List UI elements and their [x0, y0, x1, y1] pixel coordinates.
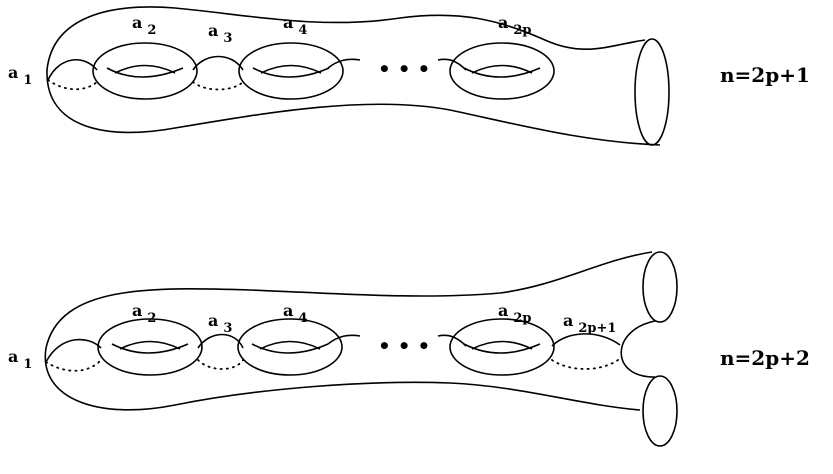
bottom-surface — [44, 251, 678, 447]
bottom-handle-2 — [237, 318, 343, 376]
bottom-boundary-circle-lower — [642, 375, 678, 447]
top-curve-a2p-right — [327, 58, 361, 69]
bottom-saddle-arc — [620, 320, 656, 378]
top-surface-outline — [46, 6, 661, 146]
bottom-curve-a2p-right — [327, 334, 361, 345]
top-curve-a2p-left — [437, 58, 467, 71]
bottom-curve-a1-hidden — [45, 359, 102, 372]
bottom-surface-outline — [44, 251, 653, 411]
top-curve-a1-hidden — [47, 79, 98, 91]
top-surface — [46, 6, 670, 146]
bottom-formula: n=2p+2 — [720, 346, 810, 370]
bottom-boundary-circle-upper — [642, 251, 678, 323]
bottom-curve-a3 — [197, 333, 244, 349]
top-curve-a1 — [47, 58, 98, 81]
top-handle-2 — [238, 42, 344, 100]
bottom-ellipsis: • • • — [378, 334, 430, 358]
bottom-curve-a3-hidden — [197, 359, 244, 370]
top-boundary-circle — [634, 38, 670, 146]
bottom-handle-1 — [97, 318, 203, 376]
top-curve-a3 — [192, 55, 244, 71]
top-curve-a3-hidden — [192, 81, 244, 91]
top-ellipsis: • • • — [378, 57, 430, 81]
top-formula: n=2p+1 — [720, 63, 810, 87]
top-handle-2p — [449, 42, 555, 100]
bottom-curve-a2p-left — [437, 334, 467, 347]
bottom-curve-a2p1-hidden — [551, 359, 619, 370]
bottom-handle-2p — [449, 318, 555, 376]
top-handle-1 — [92, 42, 198, 100]
bottom-curve-a2p1 — [551, 333, 621, 347]
bottom-curve-a1 — [45, 338, 102, 363]
